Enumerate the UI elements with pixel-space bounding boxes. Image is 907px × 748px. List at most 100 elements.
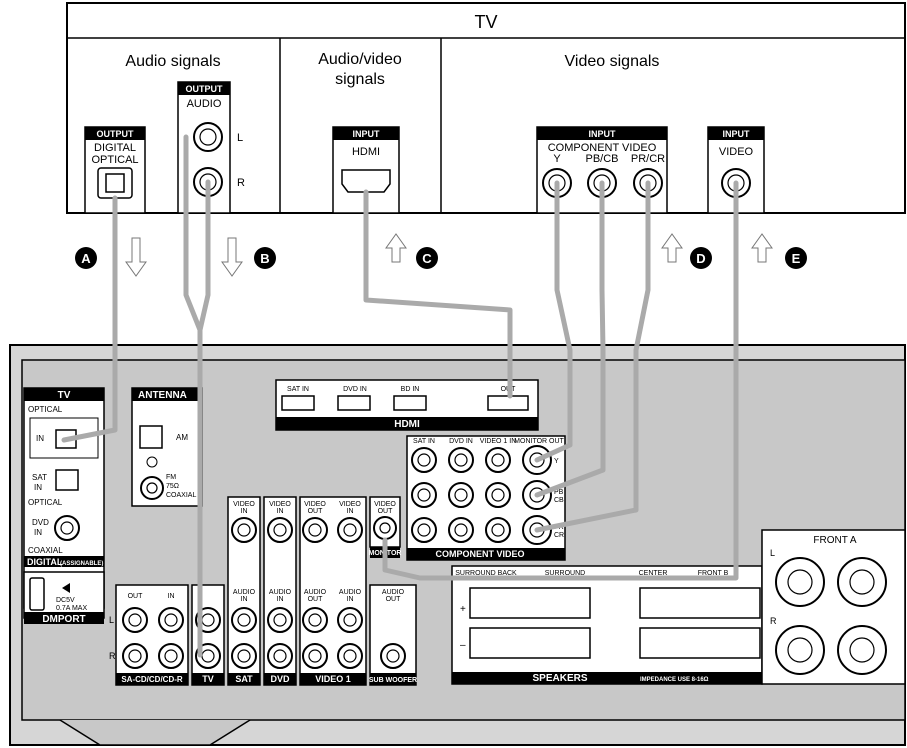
tv-component-label: COMPONENT VIDEO <box>548 142 657 154</box>
tv-digital-label: DIGITAL <box>94 142 136 154</box>
rx-monitor-out2-label: OUT <box>378 508 394 515</box>
rx-sw-audio-label: AUDIO <box>382 589 405 596</box>
arrow-c-up <box>385 233 407 263</box>
tv-hdmi-input-label: INPUT <box>353 129 381 139</box>
tv-hdmi-port[interactable] <box>341 169 391 193</box>
flow-arrows <box>125 233 773 277</box>
callout-a-label: A <box>81 251 91 266</box>
receiver-component-panel: COMPONENT VIDEO SAT IN DVD IN VIDEO 1 IN… <box>406 435 566 561</box>
rx-dvd-audio-label: AUDIO <box>269 589 292 596</box>
receiver-antenna-panel: ANTENNA AM FM 75Ω COAXIAL <box>131 387 203 507</box>
rx-tv-label: TV <box>202 674 214 684</box>
rx-component-video-label: COMPONENT VIDEO <box>435 549 524 559</box>
rx-hdmi-dvd-port[interactable] <box>337 395 371 411</box>
rx-fm-label: FM <box>166 474 176 481</box>
rx-front-a-r-label: R <box>770 616 777 626</box>
rx-hdmi-dvd-label: DVD IN <box>343 386 367 393</box>
rx-dvd-in-label: IN <box>34 528 42 537</box>
rx-l-label: L <box>109 615 114 625</box>
rx-dvd-audio-in-label: IN <box>277 596 284 603</box>
rx-sw-out-label: OUT <box>386 596 402 603</box>
tv-audio-r-label: R <box>237 177 245 189</box>
rx-fm-coaxial-label: COAXIAL <box>166 492 196 499</box>
rx-assignable-label: (ASSIGNABLE) <box>60 561 103 567</box>
rx-dc5v-label: DC5V <box>56 597 75 604</box>
rx-v1-video-in-label2: IN <box>347 508 354 515</box>
rx-hdmi-bd-port[interactable] <box>393 395 427 411</box>
rx-v1-video-out-label2: OUT <box>308 508 324 515</box>
dmport-connector[interactable] <box>29 577 45 611</box>
rx-pb-label: PB <box>554 489 564 496</box>
tv-component-input-label: INPUT <box>589 129 617 139</box>
rx-tv-section-label: TV <box>58 390 71 401</box>
rx-sat-in-label: IN <box>34 483 42 492</box>
rx-sacd-out-label: OUT <box>128 593 144 600</box>
speaker-terminal-block[interactable] <box>469 587 761 659</box>
arrow-b-down <box>221 237 243 277</box>
cable-b-audio-l <box>183 134 203 658</box>
cable-d-pb <box>534 180 606 498</box>
tv-digital-optical-output: OUTPUT DIGITAL OPTICAL <box>84 126 146 214</box>
receiver-front-a: FRONT A L R <box>761 529 906 685</box>
rx-center-label: CENTER <box>639 570 668 577</box>
receiver-speakers-panel: SURROUND BACK SURROUND CENTER FRONT B + … <box>451 565 763 685</box>
cable-b-audio-r <box>197 179 211 333</box>
cable-a-optical <box>61 195 118 443</box>
rx-cv-dvd-label: DVD IN <box>449 438 473 445</box>
rx-am-terminal[interactable] <box>139 425 163 449</box>
rx-v1-video-out-label: VIDEO <box>304 501 326 508</box>
rx-cv-video1-label: VIDEO 1 IN <box>480 438 517 445</box>
rx-sat-label: SAT <box>32 473 47 482</box>
cables <box>61 134 739 658</box>
rx-antenna-label: ANTENNA <box>138 390 187 401</box>
cable-e-video <box>382 180 739 581</box>
rx-sacd-label: SA-CD/CD/CD-R <box>121 675 183 684</box>
rx-cv-sat-label: SAT IN <box>413 438 435 445</box>
rx-cr-label: CR <box>554 532 564 539</box>
rx-sat-audio-in-label: IN <box>241 596 248 603</box>
arrow-d-up <box>661 233 683 263</box>
rx-video1-section-label: VIDEO 1 <box>315 674 351 684</box>
rx-max-label: 0.7A MAX <box>56 605 87 612</box>
rx-hdmi-out-port[interactable] <box>487 395 529 411</box>
tv-y-label: Y <box>553 153 561 165</box>
receiver-hdmi-panel: HDMI SAT IN DVD IN BD IN OUT <box>275 379 539 431</box>
video-signals-header: Video signals <box>565 53 660 70</box>
tv-audio-l-label: L <box>237 132 243 144</box>
rx-surround-label: SURROUND <box>545 570 585 577</box>
rx-am-label: AM <box>176 433 188 442</box>
av-signals-header-1: Audio/video <box>318 51 402 68</box>
rx-sat-optical-port[interactable] <box>55 469 79 491</box>
rx-hdmi-sat-port[interactable] <box>281 395 315 411</box>
rx-speakers-label: SPEAKERS <box>532 673 587 684</box>
tv-optical-label: OPTICAL <box>91 154 138 166</box>
rx-digital-label: DIGITAL <box>27 557 63 567</box>
rx-r-label: R <box>109 651 116 661</box>
rx-cb-label: CB <box>554 497 564 504</box>
rx-sat-audio-label: AUDIO <box>233 589 256 596</box>
tv-audio-output: OUTPUT AUDIO L R <box>177 81 245 214</box>
rx-dmport-label: DMPORT <box>42 614 85 625</box>
av-signals-header-2: signals <box>335 71 385 88</box>
rx-sat-video-in-label2: IN <box>241 508 248 515</box>
tv-box: TV Audio signals Audio/video signals Vid… <box>66 2 906 214</box>
rx-dvd-section-label: DVD <box>270 674 290 684</box>
callout-a: A <box>75 247 97 269</box>
receiver-digital-panel: TV OPTICAL IN SAT IN OPTICAL DVD IN COAX… <box>23 387 105 625</box>
rx-fm-ohm-label: 75Ω <box>166 483 179 490</box>
rx-monitor-out-label: MONITOR OUT <box>514 438 564 445</box>
rx-v1-video-in-label: VIDEO <box>339 501 361 508</box>
rx-front-b-label: FRONT B <box>698 570 729 577</box>
rx-impedance-label: IMPEDANCE USE 8-16Ω <box>640 677 709 683</box>
callout-b-label: B <box>260 251 269 266</box>
arrow-a-down <box>125 237 147 277</box>
rx-surround-back-label: SURROUND BACK <box>455 570 517 577</box>
rx-sub-woofer-label: SUB WOOFER <box>369 677 417 684</box>
cable-d-y <box>534 180 573 463</box>
audio-signals-header: Audio signals <box>125 53 220 70</box>
tv-optical-output-label: OUTPUT <box>97 129 135 139</box>
rx-v1-audio-out-label: AUDIO <box>304 589 327 596</box>
rx-dvd-video-in-label2: IN <box>277 508 284 515</box>
rx-hdmi-sat-label: SAT IN <box>287 386 309 393</box>
